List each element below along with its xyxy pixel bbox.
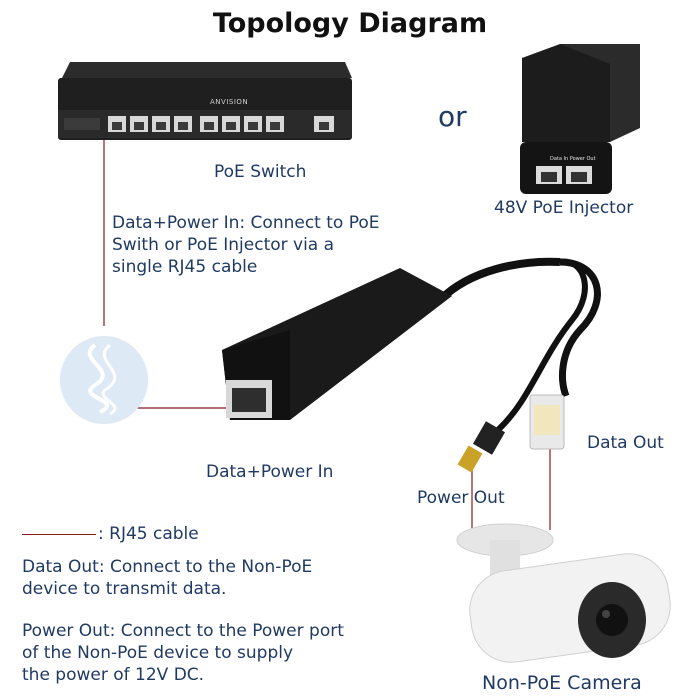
poe-injector-icon: Data In Power Out (520, 44, 640, 194)
data-out-note-line-1: Data Out: Connect to the Non-PoE (22, 557, 313, 577)
data-out-note: Data Out: Connect to the Non-PoE device … (22, 556, 312, 600)
poe-switch-icon: ANVISION (58, 62, 352, 140)
power-out-note-line-1: Power Out: Connect to the Power port (22, 621, 344, 641)
injector-label: 48V PoE Injector (494, 198, 634, 218)
cable-thumbnail-icon (60, 336, 148, 424)
svg-text:ANVISION: ANVISION (210, 98, 248, 106)
camera-icon (456, 523, 671, 663)
svg-text:Data In Power Out: Data In Power Out (550, 156, 596, 162)
desc-line-3: single RJ45 cable (112, 257, 258, 277)
data-power-in-description: Data+Power In: Connect to PoE Swith or P… (112, 212, 380, 278)
data-out-label: Data Out (587, 433, 664, 453)
power-out-note: Power Out: Connect to the Power port of … (22, 620, 344, 686)
power-out-note-line-3: the power of 12V DC. (22, 665, 205, 685)
desc-line-1: Data+Power In: Connect to PoE (112, 213, 380, 233)
camera-label: Non-PoE Camera (482, 672, 642, 694)
legend-line (22, 533, 96, 535)
power-out-label: Power Out (417, 488, 505, 508)
or-label: or (438, 100, 467, 133)
legend-label: : RJ45 cable (98, 524, 199, 544)
legend: : RJ45 cable (22, 524, 199, 544)
page-title: Topology Diagram (212, 8, 488, 39)
data-power-in-label: Data+Power In (206, 462, 334, 482)
poe-splitter-icon (222, 257, 601, 473)
data-out-note-line-2: device to transmit data. (22, 579, 227, 599)
switch-label: PoE Switch (214, 162, 307, 182)
power-out-note-line-2: of the Non-PoE device to supply (22, 643, 294, 663)
desc-line-2: Swith or PoE Injector via a (112, 235, 335, 255)
